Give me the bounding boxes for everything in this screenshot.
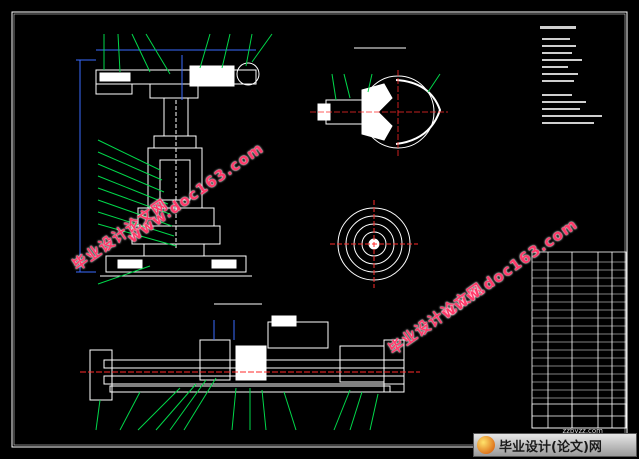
site-logo[interactable]: 毕业设计(论文)网 xyxy=(473,433,637,457)
logo-text: 毕业设计(论文)网 xyxy=(499,439,602,455)
technical-requirements-block xyxy=(540,26,602,124)
side-view-dimensions xyxy=(213,320,235,340)
gripper-detail-axes xyxy=(310,70,448,156)
parts-list-table xyxy=(531,251,627,429)
front-view-dimensions xyxy=(76,49,256,273)
drawing-border-inner xyxy=(13,13,626,446)
front-view-leaders xyxy=(97,33,273,285)
parts-list-rows xyxy=(532,261,626,399)
front-view xyxy=(95,62,260,277)
drawing-frame xyxy=(11,11,628,448)
side-view xyxy=(80,303,420,401)
logo-badge-icon xyxy=(477,436,495,454)
side-view-leaders xyxy=(95,377,379,431)
logo-url: zzbyzz.com xyxy=(562,427,603,435)
gripper-detail-leaders xyxy=(331,73,441,101)
gripper-detail-view xyxy=(317,47,442,149)
circular-plate-view xyxy=(330,200,418,288)
title-block xyxy=(531,403,627,429)
